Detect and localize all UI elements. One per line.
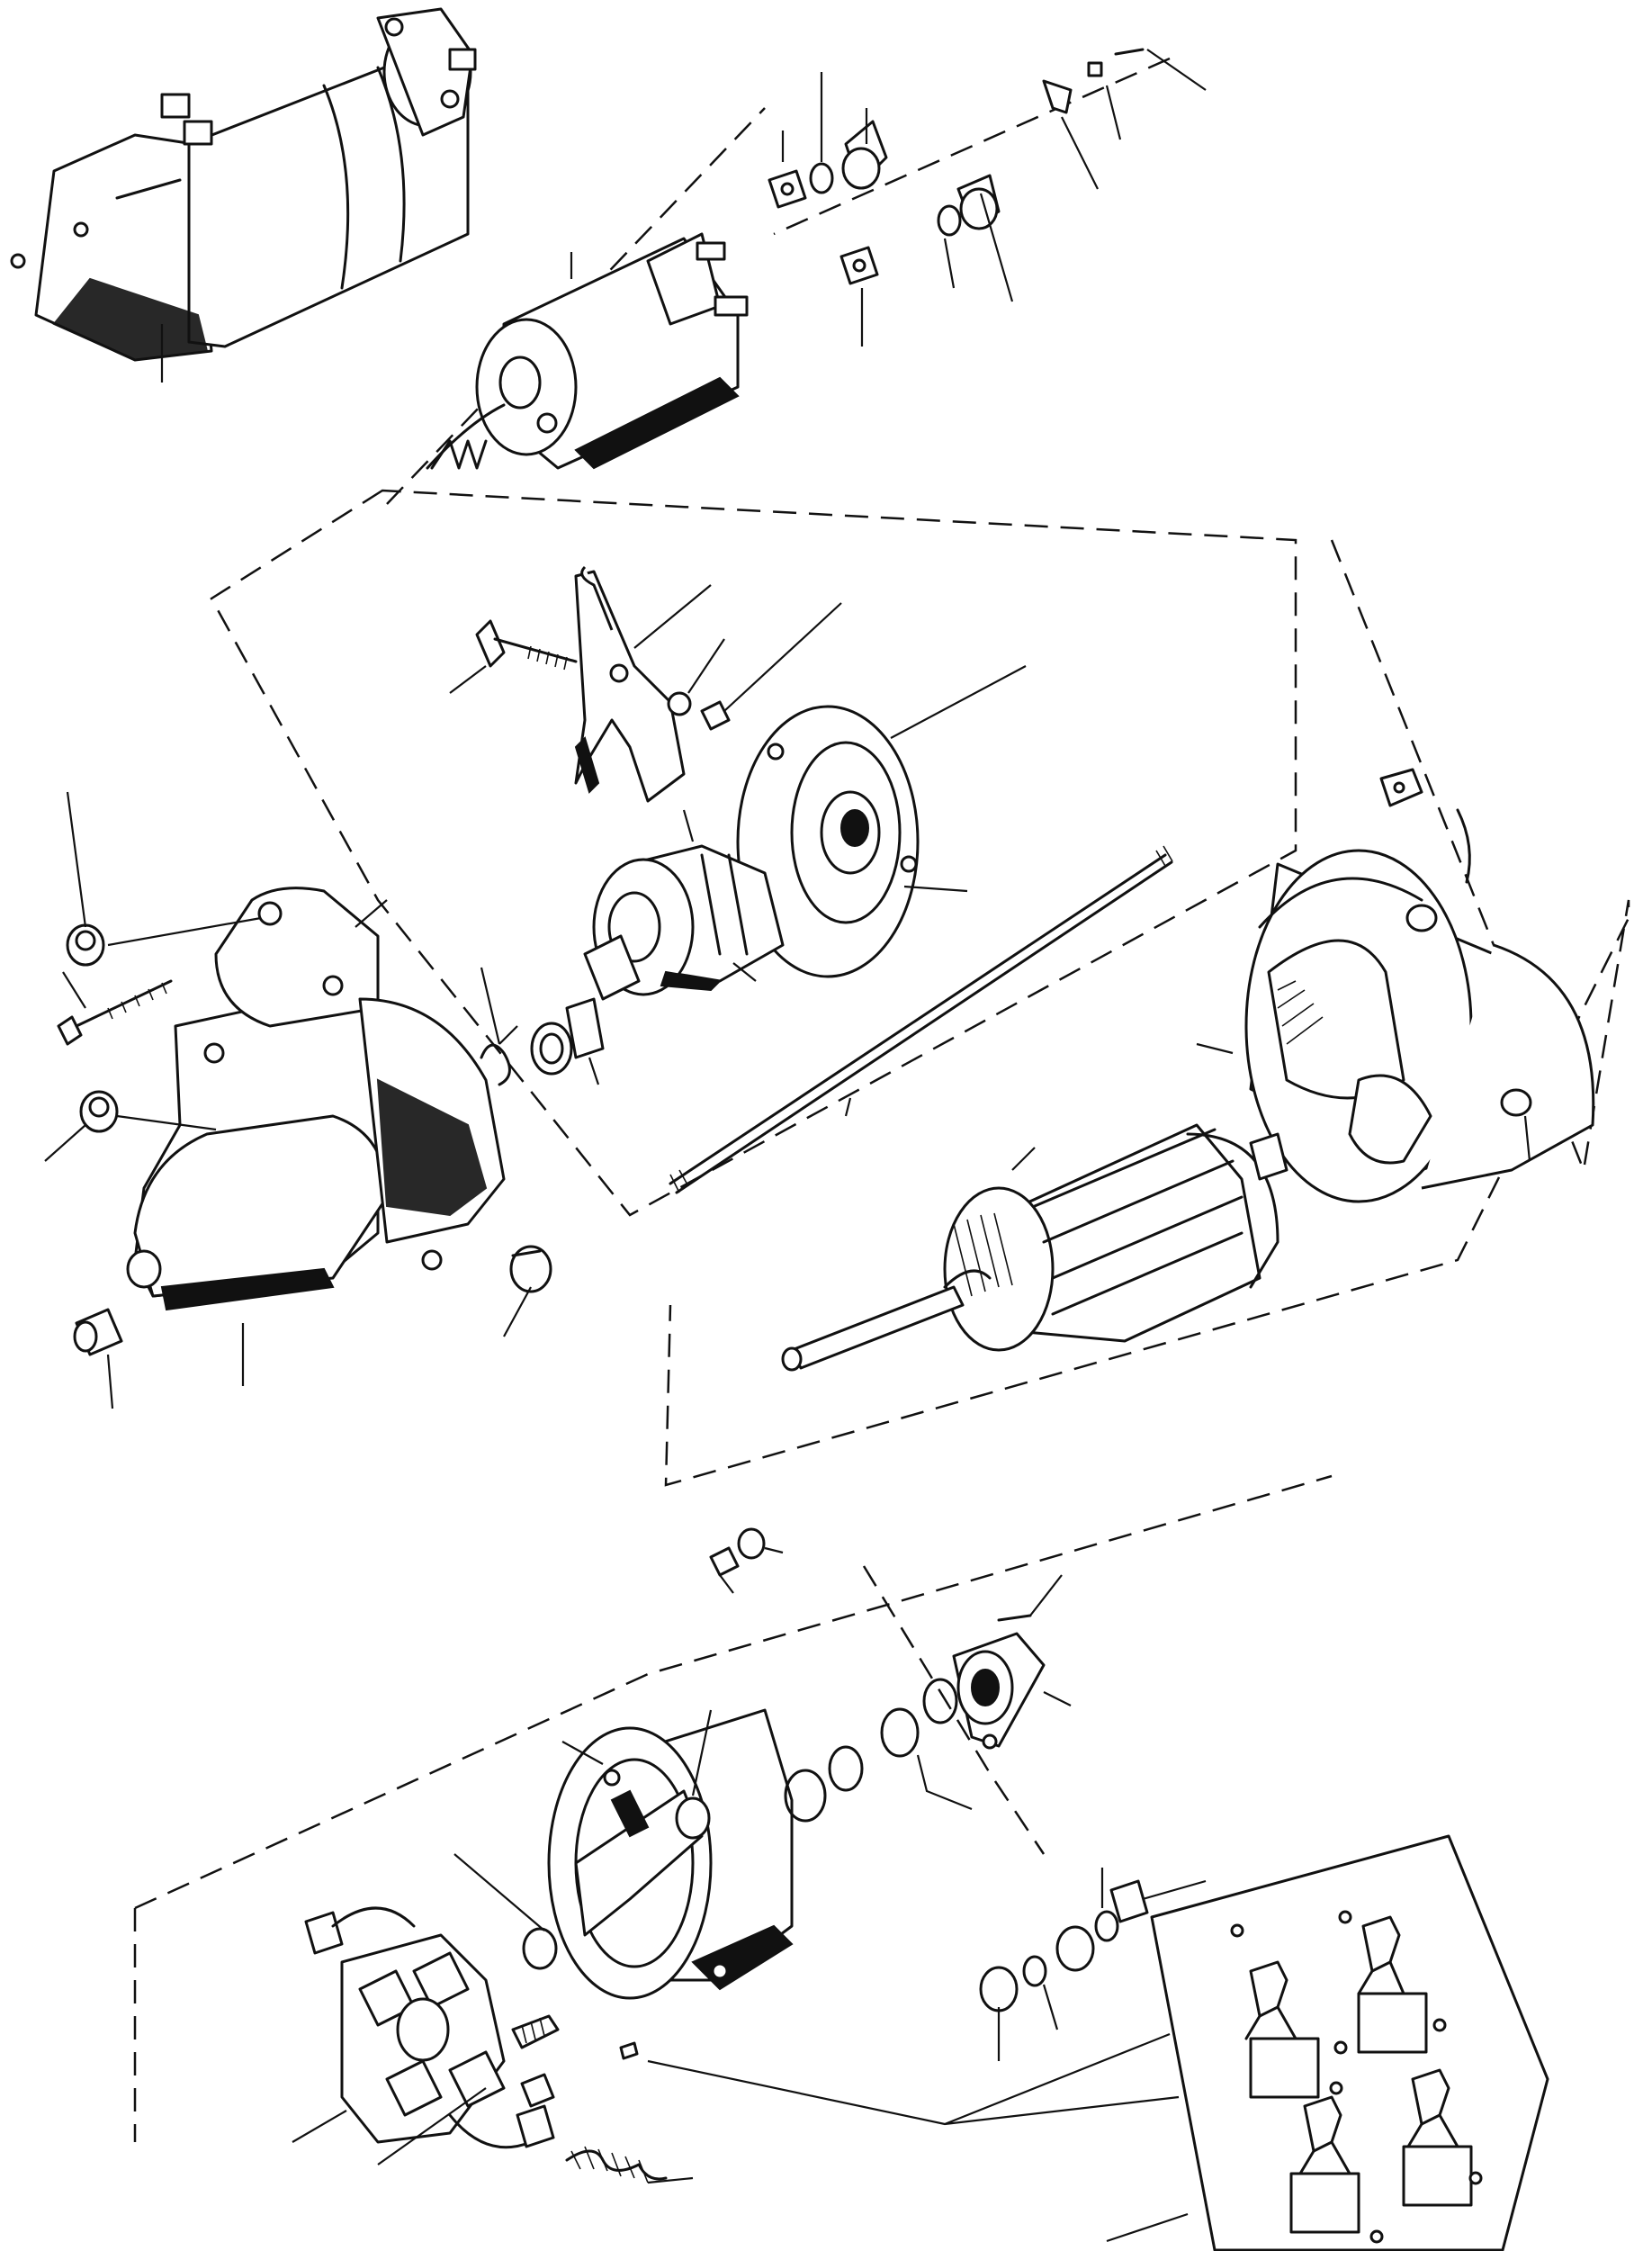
- bushing-icon: [73, 1308, 123, 1409]
- shift-lever-fork-icon: [574, 565, 712, 803]
- pivot-bolt-icon: [449, 602, 842, 731]
- brush-holder-assembly-icon: [292, 1853, 560, 2165]
- drive-end-shield-plate-icon: [736, 665, 1027, 978]
- through-bolt-icon: [57, 845, 1173, 1194]
- solenoid-terminal-nut-icon: [841, 108, 1014, 302]
- thrust-collar-icon: [530, 997, 605, 1085]
- terminal-connector-icon: [768, 48, 1207, 347]
- armature-icon: [781, 1123, 1288, 1372]
- brush-spring-icon: [565, 2146, 694, 2184]
- small-screw-icon: [619, 2032, 1180, 2126]
- drive-housing-icon: [126, 887, 506, 1386]
- brush-set-icon: [1106, 1834, 1549, 2251]
- lock-washer-icon: [809, 72, 962, 289]
- starter-motor-assembly-icon: [10, 7, 477, 383]
- end-cap-icon: [952, 1574, 1072, 1750]
- field-frame-icon: [1196, 768, 1595, 1203]
- rubber-plug-icon: [44, 791, 552, 1337]
- thrust-washer-icon: [709, 1527, 1207, 2061]
- snap-ring-icon: [480, 967, 518, 1086]
- commutator-end-frame-icon: [547, 1708, 794, 2000]
- solenoid-icon: [426, 232, 749, 470]
- pinion-drive-clutch-icon: [583, 809, 785, 1001]
